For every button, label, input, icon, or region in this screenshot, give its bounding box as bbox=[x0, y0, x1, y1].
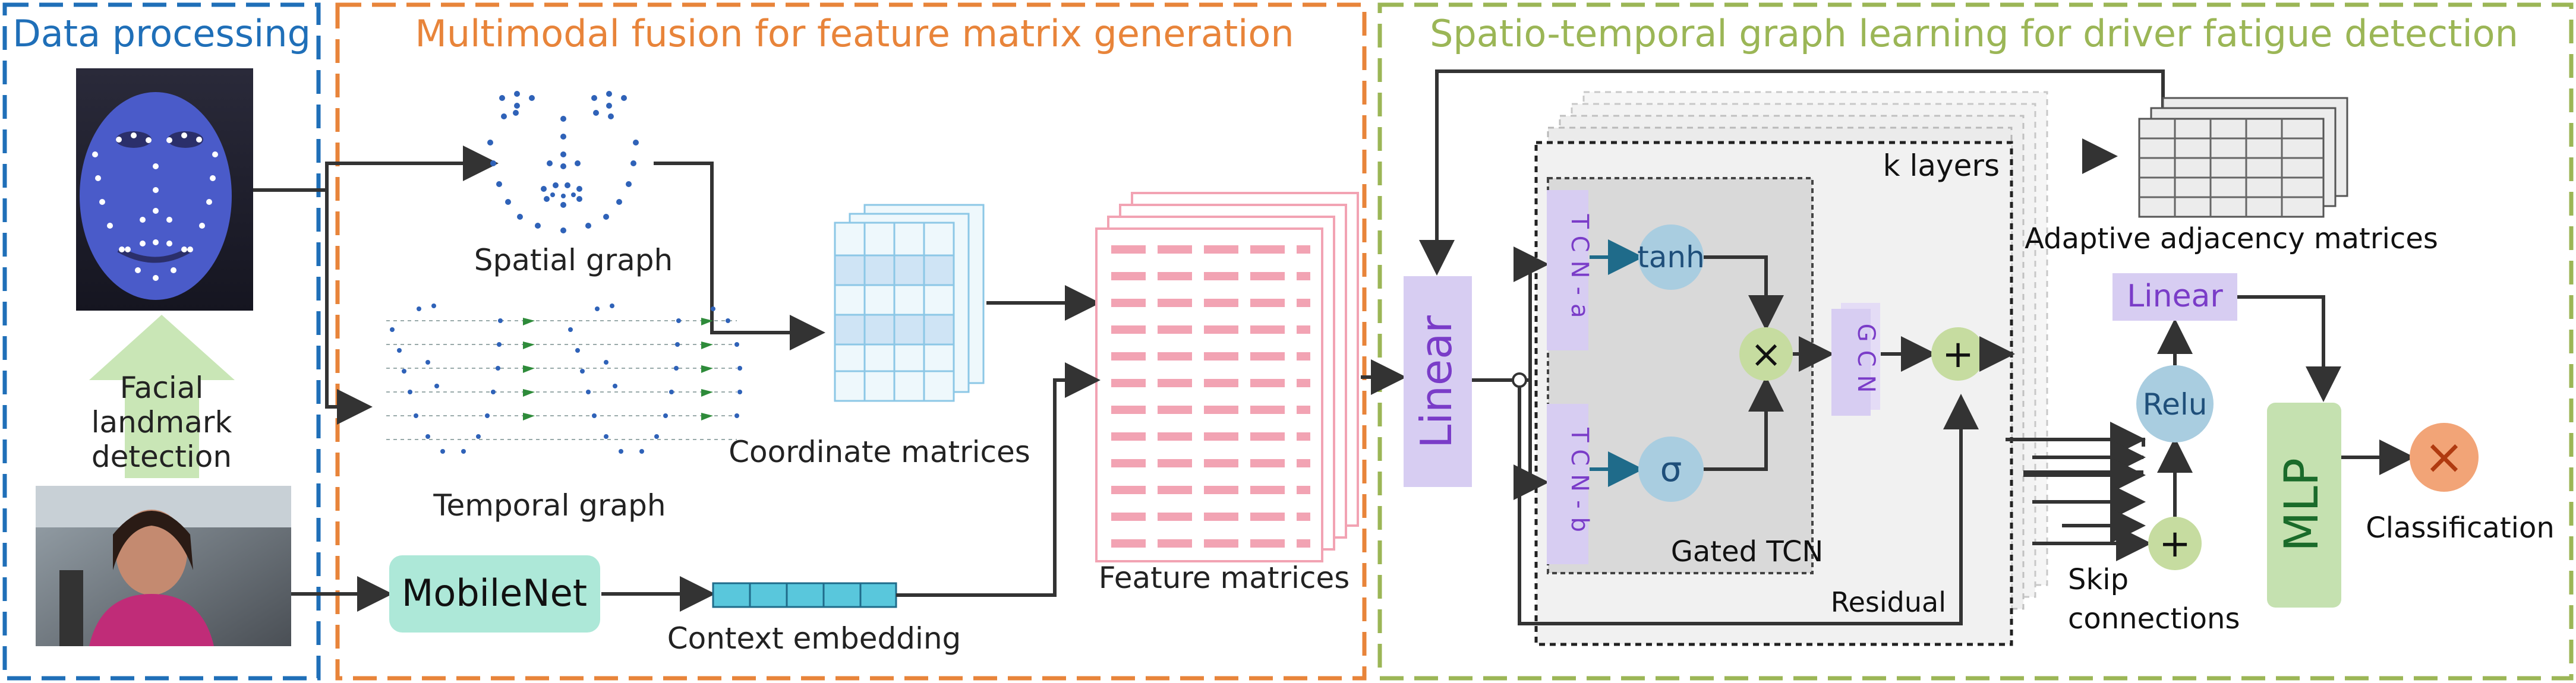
sigma-label: σ bbox=[1660, 449, 1682, 489]
linear-input-box bbox=[1404, 276, 1472, 487]
mlp-box bbox=[2267, 403, 2341, 608]
face-landmark-image bbox=[76, 68, 253, 311]
landmark-arrow-line-1: Facial bbox=[120, 371, 204, 405]
adaptive-adjacency-icon bbox=[2138, 97, 2348, 218]
context-embedding-bar bbox=[712, 582, 897, 608]
linear-output-label: Linear bbox=[2127, 279, 2223, 314]
graph-learning-title: Spatio-temporal graph learning for drive… bbox=[1430, 12, 2518, 55]
tcn-a-label: TCN-a bbox=[1566, 214, 1593, 327]
data-processing-title: Data processing bbox=[12, 12, 311, 55]
tanh-to-multiply-arrow bbox=[1704, 255, 1784, 331]
classification-label: Classification bbox=[2366, 511, 2555, 545]
classification-node bbox=[2410, 423, 2479, 492]
tanh-label: tanh bbox=[1637, 240, 1705, 274]
mobilenet-label: MobileNet bbox=[402, 571, 587, 615]
embedding-to-feature-arrow bbox=[896, 362, 1101, 597]
skip-sum-node bbox=[2148, 517, 2202, 570]
gated-tcn-label: Gated TCN bbox=[1671, 535, 1824, 568]
tcn-a-box bbox=[1547, 190, 1588, 350]
k-layers-label: k layers bbox=[1883, 148, 2000, 183]
gcn-box bbox=[1831, 309, 1871, 416]
skip-connections-line-1: Skip bbox=[2068, 563, 2129, 596]
add-symbol: + bbox=[1942, 333, 1974, 377]
split-to-tcn-a-arrow bbox=[1514, 246, 1549, 382]
skip-sum-symbol: + bbox=[2159, 522, 2191, 566]
temporal-graph-icon bbox=[386, 303, 742, 454]
sigma-node bbox=[1638, 437, 1704, 502]
spatial-graph-label: Spatial graph bbox=[474, 243, 673, 277]
feature-matrices-icon bbox=[1095, 192, 1359, 562]
landmark-arrow-line-2: landmark bbox=[92, 405, 232, 439]
skip-connections-line-2: connections bbox=[2068, 602, 2240, 635]
spatial-graph-icon bbox=[487, 91, 639, 233]
driver-camera-image bbox=[36, 486, 291, 646]
linear-output-box bbox=[2112, 273, 2237, 321]
multiply-node bbox=[1739, 327, 1793, 381]
mlp-label: MLP bbox=[2275, 458, 2329, 552]
split-to-tcn-b-arrow bbox=[1514, 380, 1549, 500]
tcn-b-label: TCN-b bbox=[1566, 427, 1593, 540]
face-to-spatial-arrow bbox=[253, 146, 499, 192]
tcn-b-box bbox=[1547, 404, 1588, 564]
add-node bbox=[1931, 327, 1985, 381]
spatial-to-coordinate-arrow bbox=[654, 162, 825, 350]
landmark-arrow-line-3: detection bbox=[92, 439, 232, 474]
relu-label: Relu bbox=[2143, 387, 2208, 422]
context-embedding-label: Context embedding bbox=[667, 621, 961, 656]
linear-to-mlp-arrow bbox=[2237, 295, 2341, 402]
data-processing-frame bbox=[2, 2, 321, 681]
sigma-to-multiply-arrow bbox=[1704, 376, 1784, 471]
fusion-title: Multimodal fusion for feature matrix gen… bbox=[415, 12, 1294, 55]
adaptive-adjacency-label: Adaptive adjacency matrices bbox=[2025, 222, 2438, 255]
tanh-node bbox=[1638, 224, 1704, 290]
coordinate-matrices-icon bbox=[834, 204, 985, 402]
relu-node bbox=[2136, 365, 2214, 442]
split-node bbox=[1512, 372, 1527, 388]
residual-label: Residual bbox=[1831, 586, 1946, 618]
residual-line bbox=[1518, 387, 1979, 625]
landmark-detection-arrow: Facial landmark detection bbox=[89, 315, 235, 478]
multiply-symbol: × bbox=[1750, 333, 1782, 377]
coordinate-matrices-label: Coordinate matrices bbox=[729, 435, 1030, 469]
mobilenet-box bbox=[389, 555, 600, 633]
classification-symbol: × bbox=[2424, 429, 2465, 485]
gcn-label: GCN bbox=[1852, 324, 1880, 401]
graph-learning-frame bbox=[1377, 2, 2574, 681]
face-to-temporal-arrow bbox=[325, 190, 373, 425]
linear-input-label: Linear bbox=[1411, 315, 1461, 448]
temporal-graph-label: Temporal graph bbox=[433, 488, 666, 523]
fusion-frame bbox=[335, 2, 1367, 681]
feature-matrices-label: Feature matrices bbox=[1099, 561, 1350, 595]
